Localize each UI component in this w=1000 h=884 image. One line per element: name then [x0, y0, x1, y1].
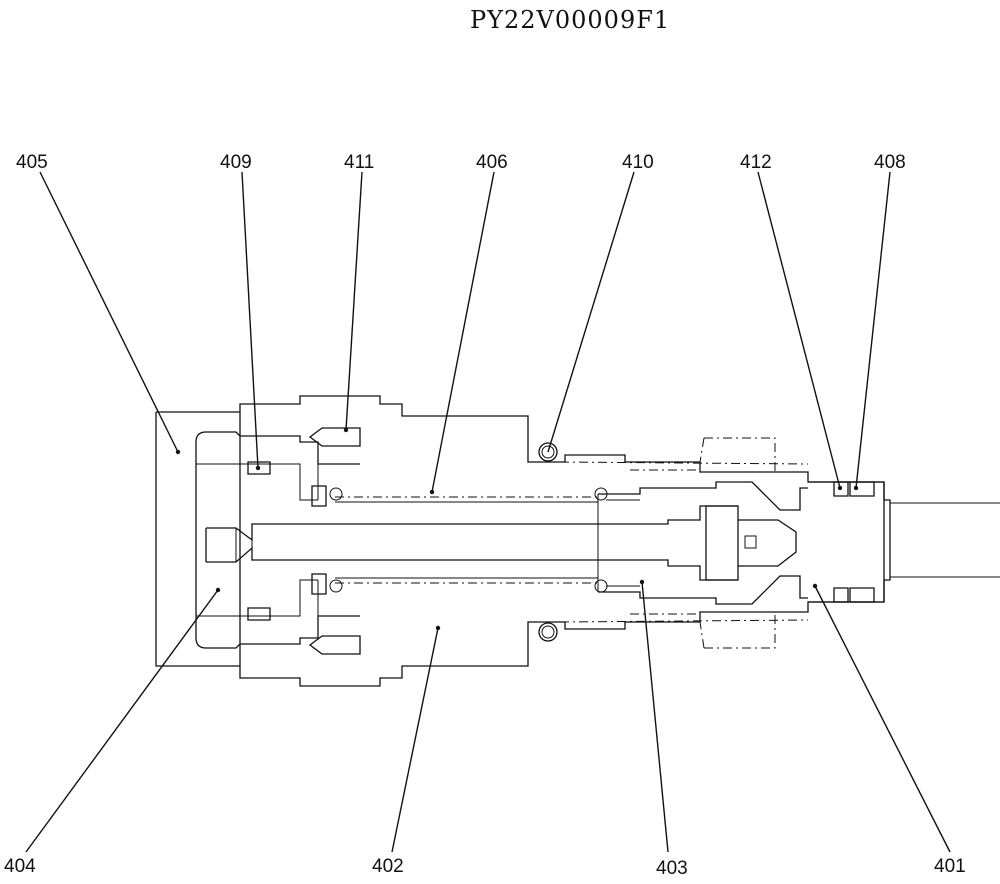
spring-end-coil-left-top — [329, 487, 343, 501]
spool-rod-neck — [235, 528, 253, 562]
leader-402 — [391, 627, 439, 853]
callout-412: 412 — [740, 152, 772, 173]
leader-405 — [39, 171, 179, 453]
drawing-number: PY22V00009F1 — [470, 6, 670, 34]
leader-dot-411 — [343, 427, 349, 433]
cross-section-drawing — [155, 395, 1000, 687]
callout-410: 410 — [622, 152, 654, 173]
spring-end-coil-left-bottom — [329, 579, 343, 593]
poppet-tip — [738, 519, 797, 567]
spring-end-coil-right-top — [594, 487, 608, 501]
callout-402: 402 — [372, 856, 404, 877]
fitting-401 — [808, 481, 891, 603]
leader-404 — [25, 589, 219, 853]
o-ring-groove-411 — [308, 427, 361, 655]
seal-408 — [849, 481, 875, 603]
callout-406: 406 — [476, 152, 508, 173]
leader-dot-405 — [175, 449, 181, 455]
housing-lower-profile — [239, 580, 885, 687]
spring-406-inner — [335, 501, 598, 579]
spring-end-coil-right-bottom — [594, 579, 608, 593]
hex-nut-phantom — [699, 437, 776, 649]
leader-412 — [757, 171, 841, 489]
piston-404 — [195, 431, 360, 649]
callout-404: 404 — [4, 856, 36, 877]
spool-rod — [205, 505, 738, 581]
o-ring-410-top-inner — [541, 445, 555, 459]
o-ring-410-bottom-inner — [541, 625, 555, 639]
leader-dot-404 — [215, 587, 221, 593]
spring-retainer-left — [311, 485, 327, 595]
seat-sleeve — [598, 481, 808, 605]
poppet-pin — [744, 535, 757, 549]
o-ring-410-top — [538, 442, 558, 462]
callout-leaders — [25, 171, 951, 853]
callout-408: 408 — [874, 152, 906, 173]
leader-410 — [547, 171, 635, 453]
leader-dot-409 — [255, 465, 261, 471]
leader-409 — [241, 171, 259, 469]
leader-411 — [345, 171, 363, 431]
leader-dot-401 — [812, 583, 818, 589]
spring-406 — [335, 496, 598, 584]
leader-dot-403 — [639, 579, 645, 585]
callout-403: 403 — [656, 858, 688, 879]
leader-dot-408 — [853, 485, 859, 491]
leader-dot-406 — [429, 489, 435, 495]
callout-405: 405 — [16, 152, 48, 173]
backup-ring-409 — [247, 461, 271, 621]
callout-labels: 405 409 411 406 410 412 408 404 402 403 … — [4, 152, 966, 879]
leader-403 — [641, 581, 669, 853]
leader-dot-402 — [435, 625, 441, 631]
o-ring-410-bottom — [538, 622, 558, 642]
end-cap-405 — [155, 411, 240, 667]
poppet-head — [705, 505, 739, 581]
callout-409: 409 — [220, 152, 252, 173]
leader-401 — [814, 585, 951, 853]
callout-401: 401 — [934, 856, 966, 877]
seat-sleeve-inner — [597, 494, 640, 592]
piston-seal-step-bottom — [196, 579, 319, 617]
seal-412 — [833, 481, 849, 603]
leader-406 — [431, 171, 495, 493]
housing-upper-profile — [239, 395, 885, 666]
leader-408 — [855, 171, 891, 489]
callout-411: 411 — [344, 152, 374, 173]
leader-dot-412 — [837, 485, 843, 491]
